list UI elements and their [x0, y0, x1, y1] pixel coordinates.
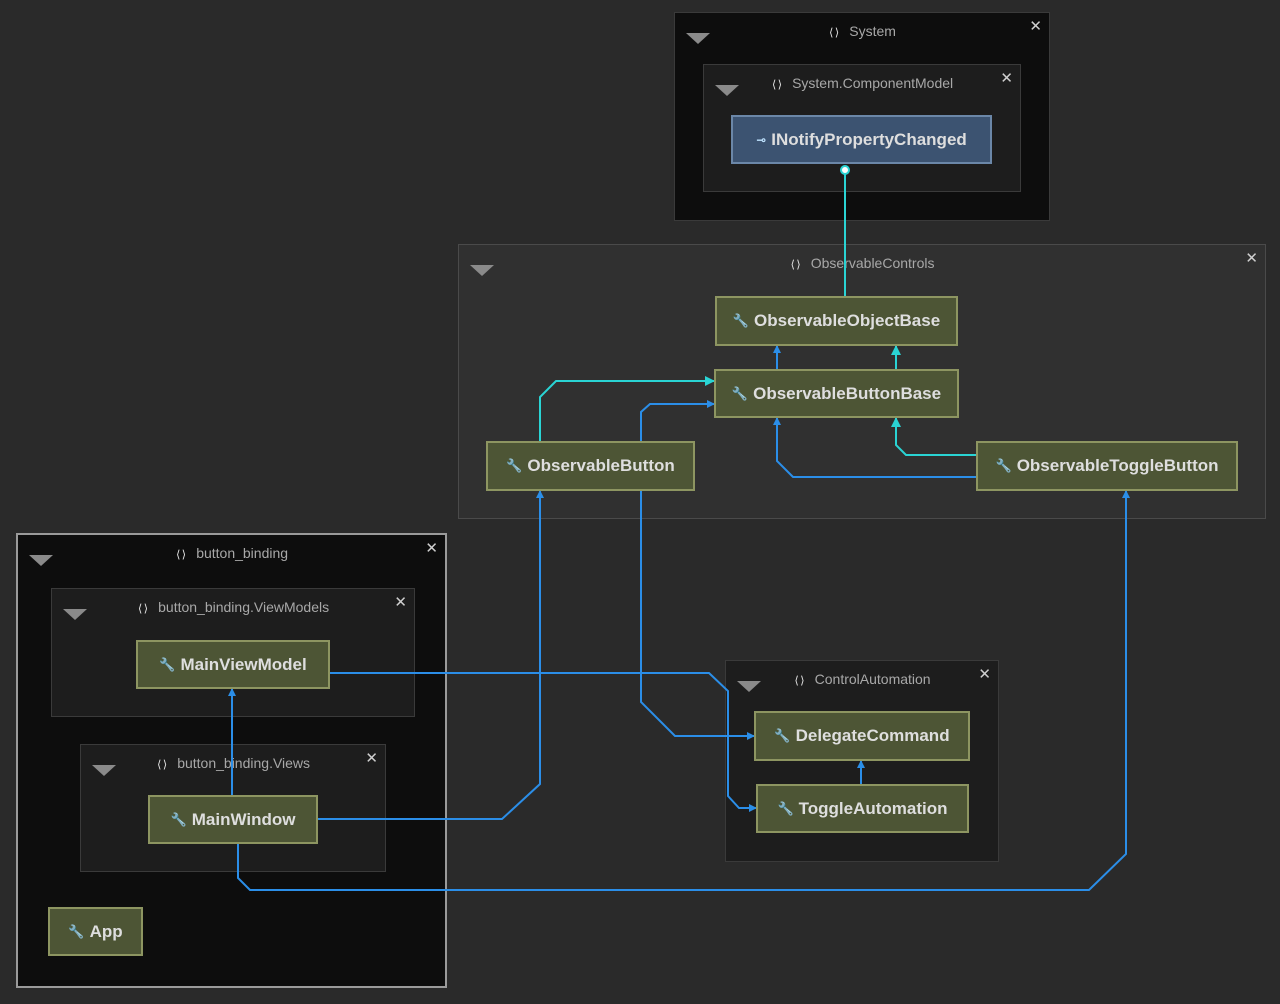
- namespace-icon: ⟨⟩: [155, 758, 168, 771]
- class-icon: 🔧: [995, 458, 1012, 473]
- close-icon[interactable]: ✕: [1245, 250, 1258, 267]
- class-icon: 🔧: [774, 728, 791, 743]
- namespace-icon: ⟨⟩: [789, 258, 802, 271]
- group-title: button_binding: [196, 545, 289, 561]
- interface-icon: ⊸: [756, 132, 767, 147]
- node-mainviewmodel[interactable]: 🔧MainViewModel: [136, 640, 330, 689]
- namespace-icon: ⟨⟩: [828, 26, 840, 39]
- node-label: ObservableObjectBase: [754, 311, 941, 330]
- node-label: ToggleAutomation: [798, 798, 948, 818]
- close-icon[interactable]: ✕: [1000, 70, 1013, 87]
- class-icon: 🔧: [170, 811, 187, 827]
- class-icon: 🔧: [159, 656, 176, 672]
- class-icon: 🔧: [506, 458, 523, 473]
- node-inotifypropertychanged[interactable]: ⊸ INotifyPropertyChanged: [731, 115, 992, 164]
- node-label: ObservableButton: [527, 456, 675, 475]
- node-label: DelegateCommand: [795, 726, 950, 745]
- close-icon[interactable]: ✕: [394, 594, 407, 611]
- group-title: ObservableControls: [810, 255, 935, 271]
- close-icon[interactable]: ✕: [978, 666, 991, 683]
- group-title: button_binding.ViewModels: [158, 599, 330, 615]
- group-title: System: [849, 23, 896, 39]
- node-delegatecommand[interactable]: 🔧 DelegateCommand: [754, 711, 970, 761]
- node-mainwindow[interactable]: 🔧MainWindow: [148, 795, 318, 844]
- group-title: System.ComponentModel: [792, 75, 954, 91]
- node-observableobjectbase[interactable]: 🔧 ObservableObjectBase: [715, 296, 958, 346]
- collapse-triangle-icon[interactable]: [470, 265, 494, 276]
- node-observablebutton[interactable]: 🔧 ObservableButton: [486, 441, 695, 491]
- collapse-triangle-icon[interactable]: [92, 765, 116, 776]
- namespace-icon: ⟨⟩: [770, 78, 783, 91]
- node-observablebuttonbase[interactable]: 🔧ObservableButtonBase: [714, 369, 959, 418]
- group-title: button_binding.Views: [177, 755, 311, 771]
- class-icon: 🔧: [777, 800, 794, 816]
- close-icon[interactable]: ✕: [1029, 18, 1042, 35]
- close-icon[interactable]: ✕: [365, 750, 378, 767]
- node-label: App: [89, 921, 123, 941]
- node-toggleautomation[interactable]: 🔧ToggleAutomation: [756, 784, 969, 833]
- node-label: MainViewModel: [180, 654, 307, 674]
- node-app[interactable]: 🔧App: [48, 907, 143, 956]
- node-label: MainWindow: [191, 809, 296, 829]
- namespace-icon: ⟨⟩: [136, 602, 149, 615]
- namespace-icon: ⟨⟩: [174, 548, 187, 561]
- close-icon[interactable]: ✕: [425, 540, 438, 557]
- namespace-icon: ⟨⟩: [793, 674, 805, 687]
- collapse-triangle-icon[interactable]: [63, 609, 87, 620]
- group-title: ControlAutomation: [814, 671, 931, 687]
- collapse-triangle-icon[interactable]: [686, 33, 710, 44]
- collapse-triangle-icon[interactable]: [715, 85, 739, 96]
- node-label: ObservableButtonBase: [753, 383, 942, 403]
- class-icon: 🔧: [732, 313, 750, 328]
- node-observabletogglebutton[interactable]: 🔧 ObservableToggleButton: [976, 441, 1238, 491]
- node-label: ObservableToggleButton: [1016, 456, 1219, 475]
- collapse-triangle-icon[interactable]: [737, 681, 761, 692]
- node-label: INotifyPropertyChanged: [771, 129, 967, 149]
- class-icon: 🔧: [731, 385, 749, 401]
- class-icon: 🔧: [68, 923, 85, 939]
- collapse-triangle-icon[interactable]: [29, 555, 53, 566]
